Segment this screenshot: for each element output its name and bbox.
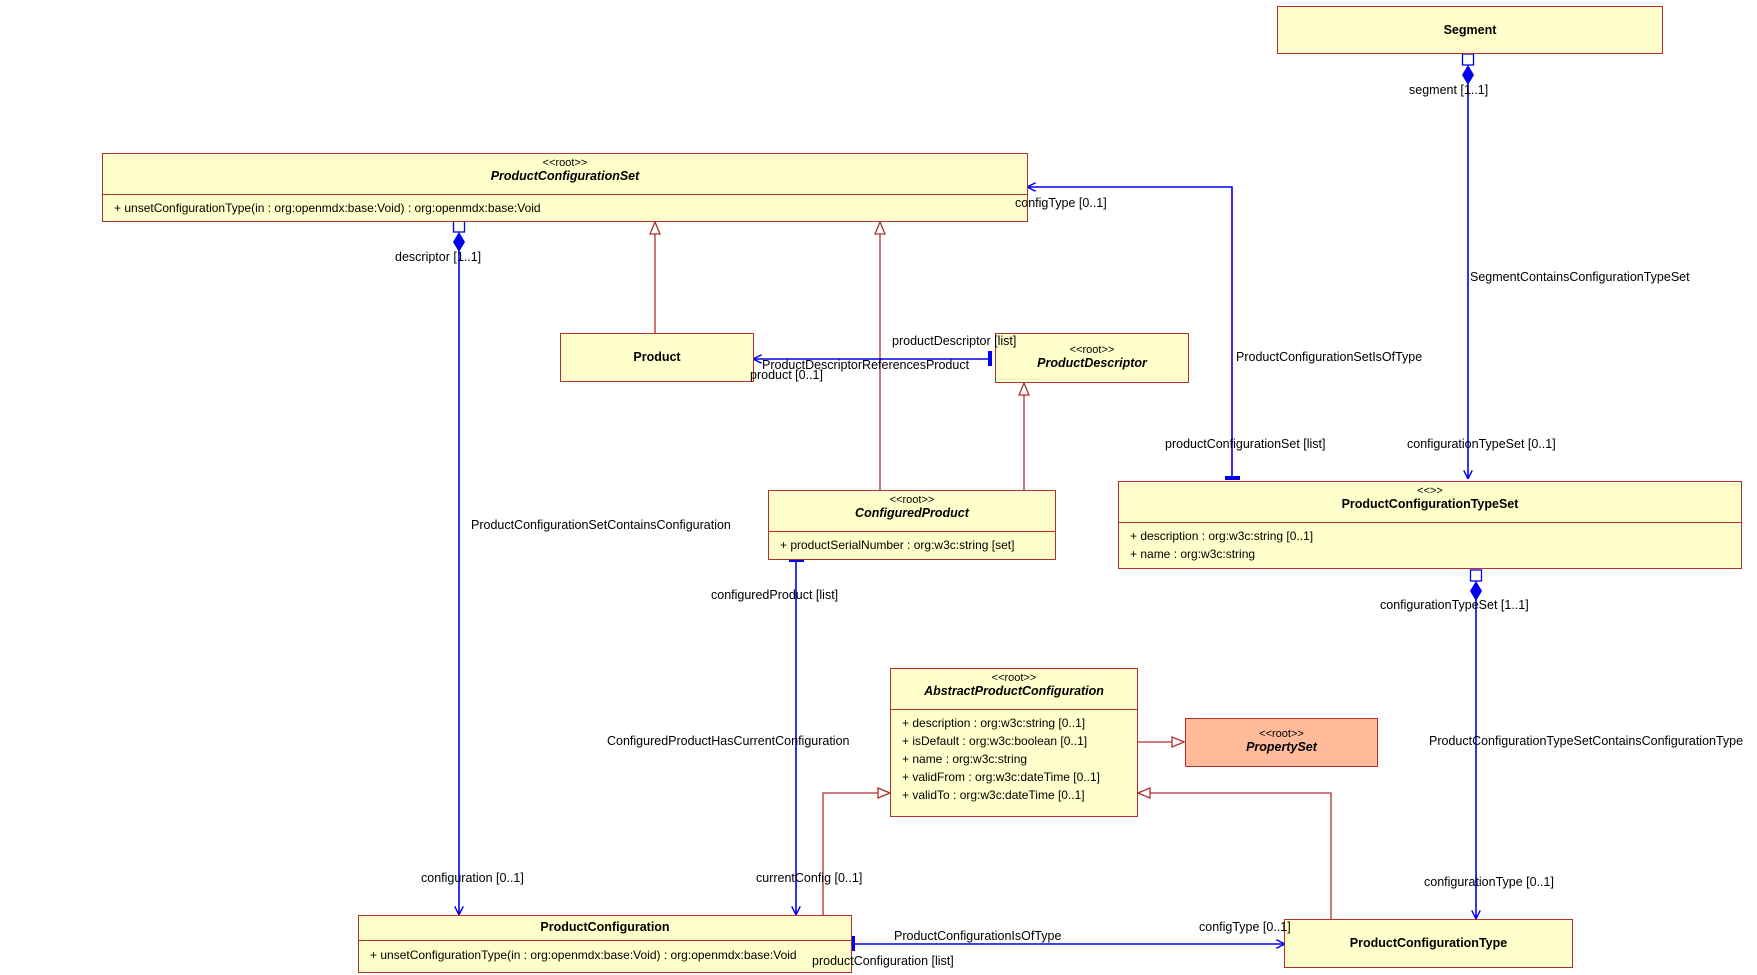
gen-pct-to-apc bbox=[1138, 792, 1332, 919]
class-name: ProductConfigurationTypeSet bbox=[1341, 497, 1519, 511]
gen-triangle-apc-right bbox=[1136, 787, 1151, 799]
cts-end-square bbox=[1469, 569, 1483, 582]
gen-triangle-descriptor bbox=[1018, 381, 1030, 396]
association-end-ticks bbox=[789, 351, 1240, 951]
class-name: ProductConfigurationType bbox=[1349, 936, 1508, 950]
label-config-type-set-role: configurationTypeSet [0..1] bbox=[1407, 437, 1556, 451]
segment-composition-diamond bbox=[1462, 65, 1474, 85]
operation: + unsetConfigurationType(in : org:openmd… bbox=[370, 948, 797, 962]
attribute: + validTo : org:w3c:dateTime [0..1] bbox=[902, 788, 1085, 802]
tick-pc-assoc-end bbox=[851, 936, 855, 951]
class-product-descriptor[interactable]: <<root>> ProductDescriptor bbox=[995, 333, 1189, 383]
class-name: ConfiguredProduct bbox=[855, 506, 969, 520]
label-configuration-role: configuration [0..1] bbox=[421, 871, 524, 885]
label-pcs-role: productConfigurationSet [list] bbox=[1165, 437, 1326, 451]
operation: + unsetConfigurationType(in : org:openmd… bbox=[114, 201, 541, 215]
association-lines bbox=[459, 84, 1476, 944]
label-cts-contains-config-type: ProductConfigurationTypeSetContainsConfi… bbox=[1429, 734, 1744, 748]
stereotype: <<root>> bbox=[991, 672, 1037, 684]
gen-triangle-apc-left bbox=[877, 787, 892, 799]
tick-pd-assoc-end bbox=[988, 351, 992, 366]
gen-pc-to-apc bbox=[822, 792, 890, 915]
class-abstract-product-configuration[interactable]: <<root>> AbstractProductConfiguration + … bbox=[890, 668, 1138, 817]
attribute: + description : org:w3c:string [0..1] bbox=[902, 716, 1086, 730]
label-pc-is-of-type: ProductConfigurationIsOfType bbox=[894, 929, 1062, 943]
label-config-type-role-bottom: configType [0..1] bbox=[1199, 920, 1291, 934]
tick-pcs-assoc-end bbox=[1225, 476, 1240, 480]
stereotype: <<root>> bbox=[542, 157, 588, 169]
label-descriptor-role: descriptor [1..1] bbox=[395, 250, 482, 264]
class-name: ProductConfigurationSet bbox=[490, 169, 640, 183]
stereotype: <<>> bbox=[1417, 485, 1443, 497]
label-product-role: product [0..1] bbox=[750, 368, 823, 382]
class-name: AbstractProductConfiguration bbox=[924, 684, 1104, 698]
attribute: + name : org:w3c:string bbox=[1130, 547, 1256, 561]
class-configured-product[interactable]: <<root>> ConfiguredProduct + productSeri… bbox=[768, 490, 1056, 560]
segment-end-square bbox=[1461, 53, 1475, 66]
class-product[interactable]: Product bbox=[560, 333, 754, 382]
attribute: + description : org:w3c:string [0..1] bbox=[1130, 529, 1314, 543]
class-name: ProductDescriptor bbox=[1037, 356, 1147, 370]
label-config-type-set-role-2: configurationTypeSet [1..1] bbox=[1380, 598, 1529, 612]
class-name: PropertySet bbox=[1246, 740, 1317, 754]
pcs-end-square bbox=[452, 220, 466, 233]
label-product-descriptor-role: productDescriptor [list] bbox=[892, 334, 1017, 348]
attribute: + validFrom : org:w3c:dateTime [0..1] bbox=[902, 770, 1100, 784]
label-current-config-role: currentConfig [0..1] bbox=[756, 871, 863, 885]
class-product-configuration[interactable]: ProductConfiguration + unsetConfiguratio… bbox=[358, 915, 852, 973]
stereotype: <<root>> bbox=[1259, 728, 1304, 740]
class-name: ProductConfiguration bbox=[540, 920, 670, 934]
label-config-type-role-top: configType [0..1] bbox=[1015, 196, 1107, 210]
attribute: + name : org:w3c:string bbox=[902, 752, 1028, 766]
gen-triangle-product bbox=[649, 220, 661, 235]
class-product-configuration-set[interactable]: <<root>> ProductConfigurationSet + unset… bbox=[102, 153, 1028, 222]
class-name: Product bbox=[633, 350, 681, 364]
gen-triangle-configured-product bbox=[874, 220, 886, 235]
label-pd-references-product: ProductDescriptorReferencesProduct bbox=[762, 358, 970, 372]
composition-ends bbox=[452, 53, 1483, 601]
generalization-lines bbox=[649, 220, 1332, 919]
stereotype: <<root>> bbox=[1069, 344, 1115, 356]
label-cp-has-current-config: ConfiguredProductHasCurrentConfiguration bbox=[607, 734, 850, 748]
label-configuration-type-role: configurationType [0..1] bbox=[1424, 875, 1554, 889]
label-pcs-contains-config: ProductConfigurationSetContainsConfigura… bbox=[471, 518, 731, 532]
class-property-set[interactable]: <<root>> PropertySet bbox=[1185, 718, 1378, 767]
label-segment-role: segment [1..1] bbox=[1409, 83, 1489, 97]
label-pcs-is-of-type: ProductConfigurationSetIsOfType bbox=[1236, 350, 1423, 364]
label-segment-assoc: SegmentContainsConfigurationTypeSet bbox=[1470, 270, 1690, 284]
label-configured-product-role: configuredProduct [list] bbox=[711, 588, 839, 602]
gen-triangle-propertyset bbox=[1171, 736, 1186, 748]
assoc-pcs-is-of-type bbox=[1028, 187, 1233, 480]
pcs-composition-diamond bbox=[453, 232, 465, 252]
class-product-configuration-type-set[interactable]: <<>> ProductConfigurationTypeSet + descr… bbox=[1118, 481, 1742, 569]
attribute: + isDefault : org:w3c:boolean [0..1] bbox=[902, 734, 1088, 748]
class-product-configuration-type[interactable]: ProductConfigurationType bbox=[1284, 919, 1573, 968]
label-product-configuration-role: productConfiguration [list] bbox=[812, 954, 954, 968]
class-segment[interactable]: Segment bbox=[1277, 6, 1663, 54]
cts-composition-diamond bbox=[1470, 581, 1482, 601]
class-name: Segment bbox=[1443, 22, 1497, 37]
attribute: + productSerialNumber : org:w3c:string [… bbox=[780, 538, 1015, 552]
tick-cp-assoc-end bbox=[789, 558, 804, 562]
stereotype: <<root>> bbox=[889, 494, 935, 506]
